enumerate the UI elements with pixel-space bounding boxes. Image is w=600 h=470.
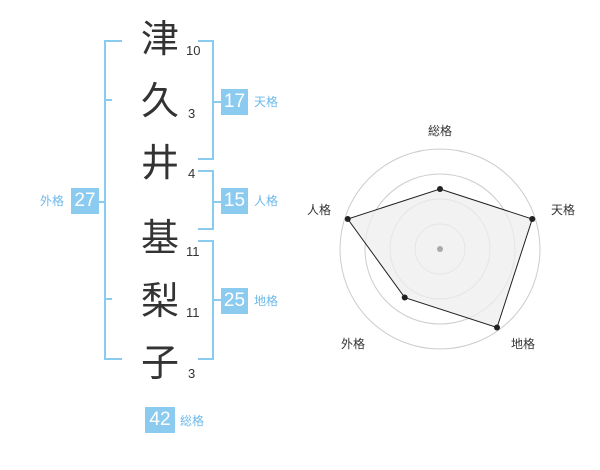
jinkaku-label: 人格 <box>254 194 279 208</box>
radar-point-3 <box>494 324 501 331</box>
soukaku-value-badge: 42 <box>145 407 175 433</box>
radar-point-4 <box>401 294 408 301</box>
stroke-count-1: 10 <box>186 43 201 58</box>
name-char-3: 井 <box>140 141 179 185</box>
gaikaku-bracket <box>104 40 122 360</box>
gaikaku-bracket-connector <box>97 201 105 203</box>
tenkaku-bracket <box>198 40 214 160</box>
name-char-2: 久 <box>140 79 179 123</box>
soukaku-label: 総格 <box>180 414 205 428</box>
jinkaku-bracket <box>198 170 214 230</box>
chikaku-bracket-connector <box>213 299 221 301</box>
radar-axis-label-chikaku: 地格 <box>511 337 536 351</box>
radar-series-shape <box>346 188 533 329</box>
name-char-6: 子 <box>140 341 179 385</box>
radar-center-point <box>437 246 443 252</box>
gaikaku-label: 外格 <box>40 194 65 208</box>
jinkaku-value-badge: 15 <box>221 188 248 214</box>
stroke-count-4: 11 <box>186 244 200 259</box>
gaikaku-bracket-tick-upper <box>104 99 112 101</box>
name-char-5: 梨 <box>140 279 179 323</box>
stroke-count-3: 4 <box>188 166 196 181</box>
radar-axis-label-jinkaku: 人格 <box>307 203 332 217</box>
radar-axis-label-gaikaku: 外格 <box>341 337 366 351</box>
tenkaku-value-badge: 17 <box>221 89 248 115</box>
stroke-count-5: 11 <box>186 305 200 320</box>
name-char-1: 津 <box>140 17 179 61</box>
radar-ring-4 <box>339 148 541 350</box>
stroke-count-2: 3 <box>188 106 196 121</box>
chikaku-label: 地格 <box>254 294 279 308</box>
jinkaku-bracket-connector <box>213 201 221 203</box>
radar-point-1 <box>437 186 443 192</box>
tenkaku-bracket-connector <box>213 101 221 103</box>
radar-point-2 <box>529 216 536 223</box>
tenkaku-label: 天格 <box>254 95 279 109</box>
chikaku-value-badge: 25 <box>221 288 248 314</box>
radar-axis-label-tenkaku: 天格 <box>551 203 576 217</box>
radar-axis-label-soukaku: 総格 <box>428 124 453 138</box>
gaikaku-bracket-tick-lower <box>104 298 112 300</box>
stroke-count-6: 3 <box>188 366 196 381</box>
radar-point-5 <box>344 216 351 223</box>
gaikaku-value-badge: 27 <box>71 188 99 214</box>
name-char-4: 基 <box>140 216 179 260</box>
